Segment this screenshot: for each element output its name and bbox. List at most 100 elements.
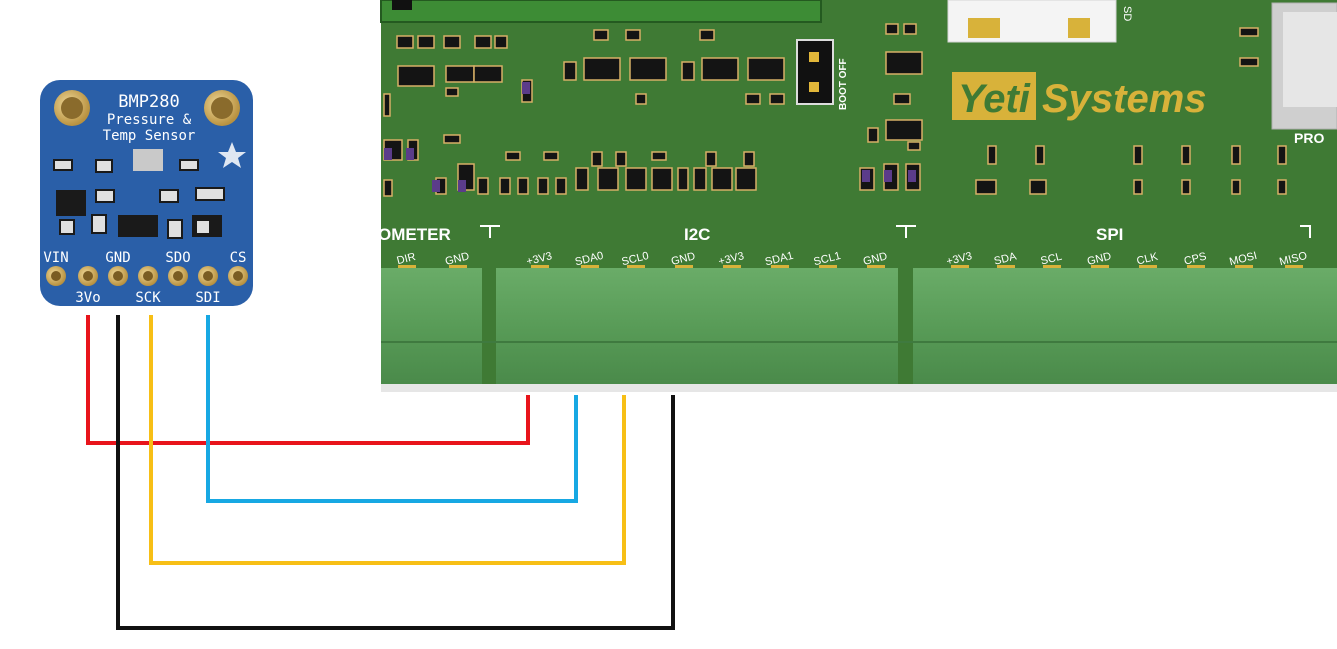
section-bracket <box>480 225 500 238</box>
terminal-pin-pad <box>675 265 693 270</box>
wires <box>86 315 675 630</box>
smd-component <box>583 57 621 81</box>
smd-component <box>474 35 492 49</box>
terminal-block-spi <box>913 268 1315 384</box>
smd-component <box>1231 179 1241 195</box>
terminal-blocks <box>381 268 1337 384</box>
terminal-pin-pad <box>867 265 885 270</box>
smd-led <box>884 170 892 182</box>
header-pad-hole <box>233 271 243 281</box>
smd-component <box>555 177 567 195</box>
brand-logo: Yeti Systems <box>952 72 1207 121</box>
terminal-pin-pad <box>771 265 789 270</box>
smd-component <box>1181 145 1191 165</box>
terminal-pin-pad <box>1139 265 1157 270</box>
smd-component <box>705 151 717 167</box>
smd-component <box>699 29 715 41</box>
sensor-pin-label-top: CS <box>230 250 247 266</box>
smd-components <box>383 23 1287 197</box>
sensor-passive <box>95 189 115 203</box>
smd-component <box>1231 145 1241 165</box>
smd-component <box>701 57 739 81</box>
board-top-module <box>380 0 822 23</box>
smd-component <box>494 35 508 49</box>
sd-slot-contact <box>1068 18 1090 38</box>
smd-component <box>1133 179 1143 195</box>
smd-led <box>862 170 870 182</box>
terminal-block-ometer <box>381 268 482 384</box>
sensor-passives <box>53 159 225 239</box>
smd-component <box>975 179 997 195</box>
smd-component <box>885 23 899 35</box>
smd-led <box>432 180 440 192</box>
sensor-passive <box>91 214 107 234</box>
sensor-passive <box>59 219 75 235</box>
smd-led <box>458 180 466 192</box>
header-pad-hole <box>51 271 61 281</box>
board-bottom-edge <box>381 384 1337 392</box>
smd-component <box>505 151 521 161</box>
terminal-pin-pad <box>1043 265 1061 270</box>
smd-component <box>1133 145 1143 165</box>
boot-off-label: BOOT OFF <box>838 58 849 110</box>
smd-component <box>1029 179 1047 195</box>
section-bracket-marks <box>480 225 1311 238</box>
smd-component <box>543 151 559 161</box>
wire-red-3vo-to-3v3 <box>86 315 530 445</box>
smd-led <box>384 148 392 160</box>
smd-component <box>1035 145 1045 165</box>
terminal-pin-label: SCL <box>1039 251 1063 268</box>
sensor-passive <box>179 159 199 171</box>
smd-component <box>1239 57 1259 67</box>
terminal-pin-label: GND <box>444 250 471 268</box>
smd-led <box>908 170 916 182</box>
sensor-passive <box>159 189 179 203</box>
sensor-passive <box>195 187 225 201</box>
terminal-pin-pad <box>627 265 645 270</box>
sd-label: SD <box>1121 6 1133 21</box>
smd-led <box>406 148 414 160</box>
sensor-subtitle-2: Temp Sensor <box>103 128 196 144</box>
smd-component <box>735 167 757 191</box>
smd-led <box>522 82 530 94</box>
board-header-chip <box>392 0 412 10</box>
smd-component <box>575 167 589 191</box>
terminal-pin-pad <box>1091 265 1109 270</box>
boot-jumper-pin <box>809 52 819 62</box>
terminal-pin-pad <box>531 265 549 270</box>
smd-component <box>1239 27 1259 37</box>
smd-component <box>397 65 435 87</box>
smd-component <box>681 61 695 81</box>
smd-component <box>593 29 609 41</box>
boot-jumper-pin <box>809 82 819 92</box>
smd-component <box>383 93 391 117</box>
smd-component <box>677 167 689 191</box>
wire-yellow-sck-to-scl0 <box>149 315 626 565</box>
smd-component <box>473 65 503 83</box>
pro-connector-inner <box>1283 12 1337 107</box>
smd-component <box>693 167 707 191</box>
terminal-pin-pad <box>1187 265 1205 270</box>
sensor-pin-label-bottom: 3Vo <box>75 290 100 306</box>
sensor-pin-label-bottom: SDI <box>195 290 220 306</box>
sensor-chip <box>118 215 158 237</box>
brand-logo-yeti: Yeti <box>958 77 1031 121</box>
smd-component <box>443 35 461 49</box>
sensor-pcb <box>40 80 253 306</box>
sd-slot-contact <box>968 18 1000 38</box>
sensor-pin-label-top: VIN <box>43 250 68 266</box>
smd-component <box>396 35 414 49</box>
smd-component <box>867 127 879 143</box>
mounting-hole-right-inner <box>211 97 233 119</box>
terminal-pin-label: GND <box>670 250 697 268</box>
terminal-pin-pad <box>449 265 467 270</box>
pro-label: PRO <box>1294 130 1324 146</box>
sensor-subtitle-1: Pressure & <box>107 112 192 128</box>
smd-component <box>651 151 667 161</box>
brand-logo-systems: Systems <box>1042 77 1207 121</box>
